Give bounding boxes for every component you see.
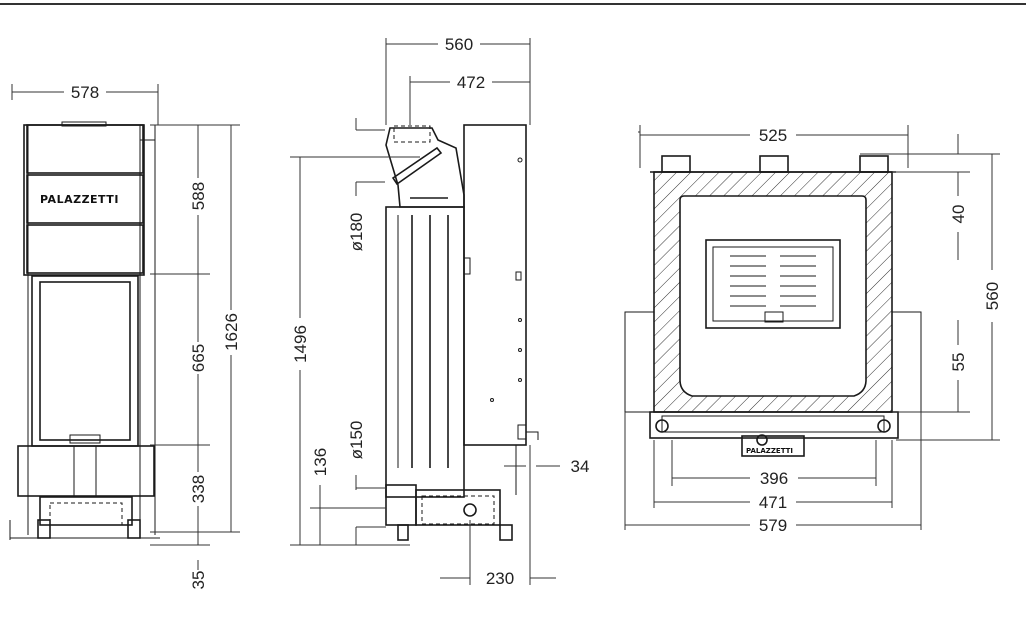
side-foot-34: 34: [571, 457, 590, 476]
top-depth-40: 40: [949, 205, 968, 224]
top-width-579: 579: [759, 516, 787, 535]
side-inlet-depth-230: 230: [486, 569, 514, 588]
side-dimensions: [290, 38, 560, 585]
top-dimensions: [624, 125, 1000, 530]
top-width-396: 396: [760, 469, 788, 488]
front-height-1626: 1626: [222, 313, 241, 351]
side-view: [385, 124, 539, 541]
side-height-1496: 1496: [291, 325, 310, 363]
top-width-525: 525: [759, 126, 787, 145]
front-view: [9, 121, 160, 540]
front-height-665: 665: [189, 344, 208, 372]
top-depth-55: 55: [949, 353, 968, 372]
front-height-588: 588: [189, 182, 208, 210]
side-inlet-height-136: 136: [311, 448, 330, 476]
top-view: [624, 155, 922, 457]
top-depth-560: 560: [983, 282, 1002, 310]
front-height-338: 338: [189, 475, 208, 503]
front-brand-logo: PALAZZETTI: [40, 193, 119, 206]
side-inlet-diameter: ø150: [347, 421, 366, 460]
side-depth-560: 560: [445, 35, 473, 54]
front-height-35: 35: [189, 571, 208, 590]
top-width-471: 471: [759, 493, 787, 512]
front-dimensions: [11, 84, 240, 570]
top-brand-logo: PALAZZETTI: [746, 447, 793, 455]
side-flue-diameter: ø180: [347, 213, 366, 252]
front-width-label: 578: [71, 83, 99, 102]
side-offset-472: 472: [457, 73, 485, 92]
